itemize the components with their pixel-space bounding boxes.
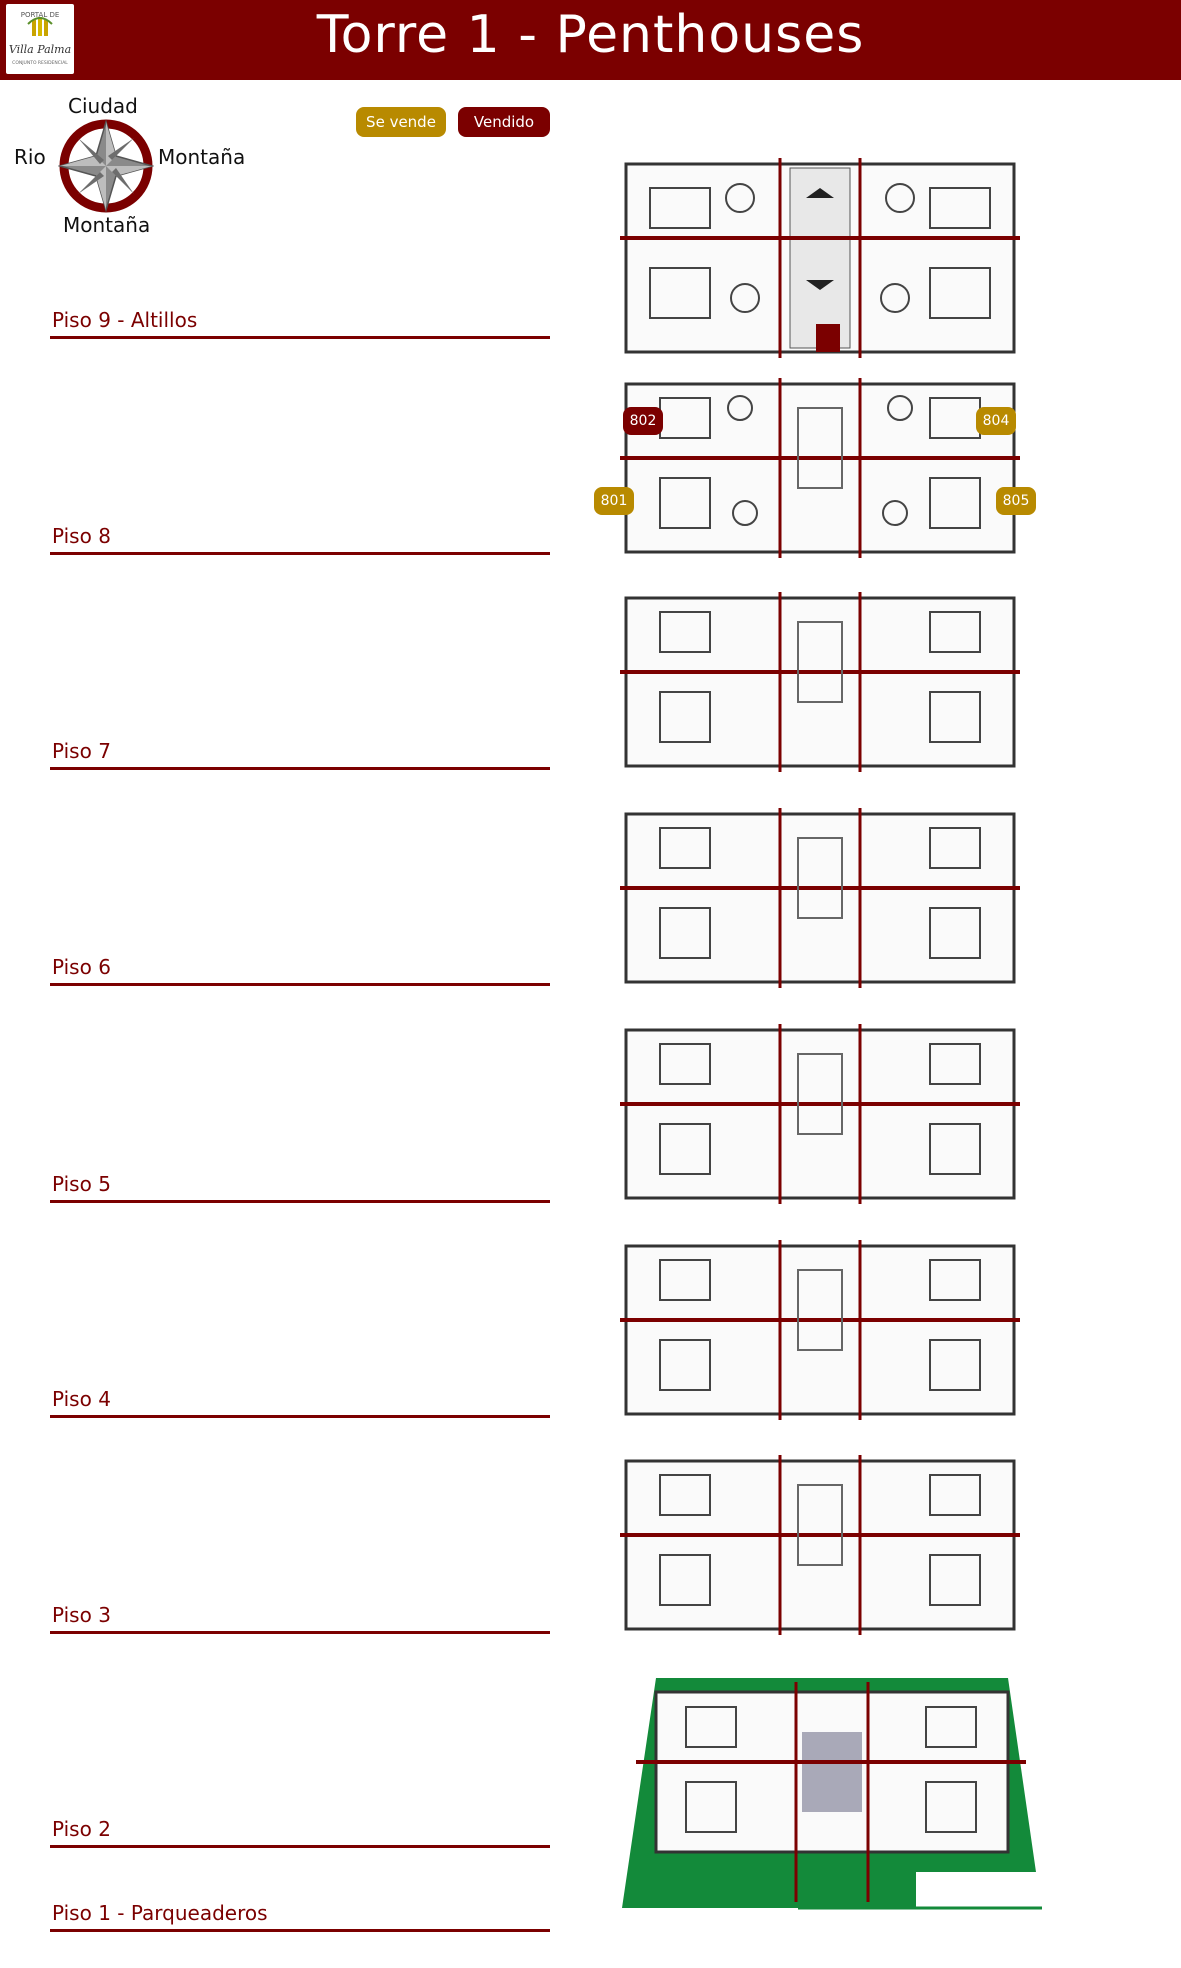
header-bar: PORTAL DE Villa Palma CONJUNTO RESIDENCI… bbox=[0, 0, 1181, 80]
unit-802-badge[interactable]: 802 bbox=[623, 407, 663, 435]
unit-804-badge[interactable]: 804 bbox=[976, 407, 1016, 435]
floor-plan-piso-3[interactable] bbox=[620, 1455, 1020, 1635]
floor-link-piso-9[interactable]: Piso 9 - Altillos bbox=[52, 308, 198, 332]
floor-divider bbox=[50, 1845, 550, 1848]
compass-label-right: Montaña bbox=[158, 145, 246, 169]
floor-link-piso-6[interactable]: Piso 6 bbox=[52, 955, 111, 979]
floor-divider bbox=[50, 552, 550, 555]
floor-plan-piso-4[interactable] bbox=[620, 1240, 1020, 1420]
floor-plan-piso-6[interactable] bbox=[620, 808, 1020, 988]
compass-label-bottom: Montaña bbox=[63, 213, 151, 237]
floor-plan-piso-9[interactable] bbox=[620, 158, 1020, 358]
floor-divider bbox=[50, 1929, 550, 1932]
floor-divider bbox=[50, 1415, 550, 1418]
portal-villa-palma-logo[interactable]: PORTAL DE Villa Palma CONJUNTO RESIDENCI… bbox=[6, 4, 74, 74]
floor-link-piso-3[interactable]: Piso 3 bbox=[52, 1603, 111, 1627]
floor-divider bbox=[50, 336, 550, 339]
floor-link-piso-1[interactable]: Piso 1 - Parqueaderos bbox=[52, 1901, 268, 1925]
compass-label-top: Ciudad bbox=[68, 94, 138, 118]
floor-plan-piso-2[interactable] bbox=[616, 1672, 1048, 1912]
floor-link-piso-4[interactable]: Piso 4 bbox=[52, 1387, 111, 1411]
legend-vendido-button[interactable]: Vendido bbox=[458, 107, 550, 137]
svg-text:Villa Palma: Villa Palma bbox=[9, 43, 71, 56]
floor-plan-piso-7[interactable] bbox=[620, 592, 1020, 772]
floor-divider bbox=[50, 983, 550, 986]
unit-801-badge[interactable]: 801 bbox=[594, 487, 634, 515]
floor-divider bbox=[50, 1631, 550, 1634]
compass-star-icon bbox=[57, 118, 155, 214]
floor-link-piso-7[interactable]: Piso 7 bbox=[52, 739, 111, 763]
legend-se-vende-button[interactable]: Se vende bbox=[356, 107, 446, 137]
compass-label-left: Rio bbox=[14, 145, 46, 169]
page-title: Torre 1 - Penthouses bbox=[316, 5, 865, 65]
floor-plan-piso-5[interactable] bbox=[620, 1024, 1020, 1204]
floor-link-piso-5[interactable]: Piso 5 bbox=[52, 1172, 111, 1196]
floor-divider bbox=[50, 1200, 550, 1203]
svg-text:PORTAL DE: PORTAL DE bbox=[21, 11, 60, 19]
svg-text:CONJUNTO RESIDENCIAL: CONJUNTO RESIDENCIAL bbox=[12, 60, 68, 66]
floor-plan-piso-8[interactable] bbox=[620, 378, 1020, 558]
floor-link-piso-8[interactable]: Piso 8 bbox=[52, 524, 111, 548]
unit-805-badge[interactable]: 805 bbox=[996, 487, 1036, 515]
floor-link-piso-2[interactable]: Piso 2 bbox=[52, 1817, 111, 1841]
floor-divider bbox=[50, 767, 550, 770]
